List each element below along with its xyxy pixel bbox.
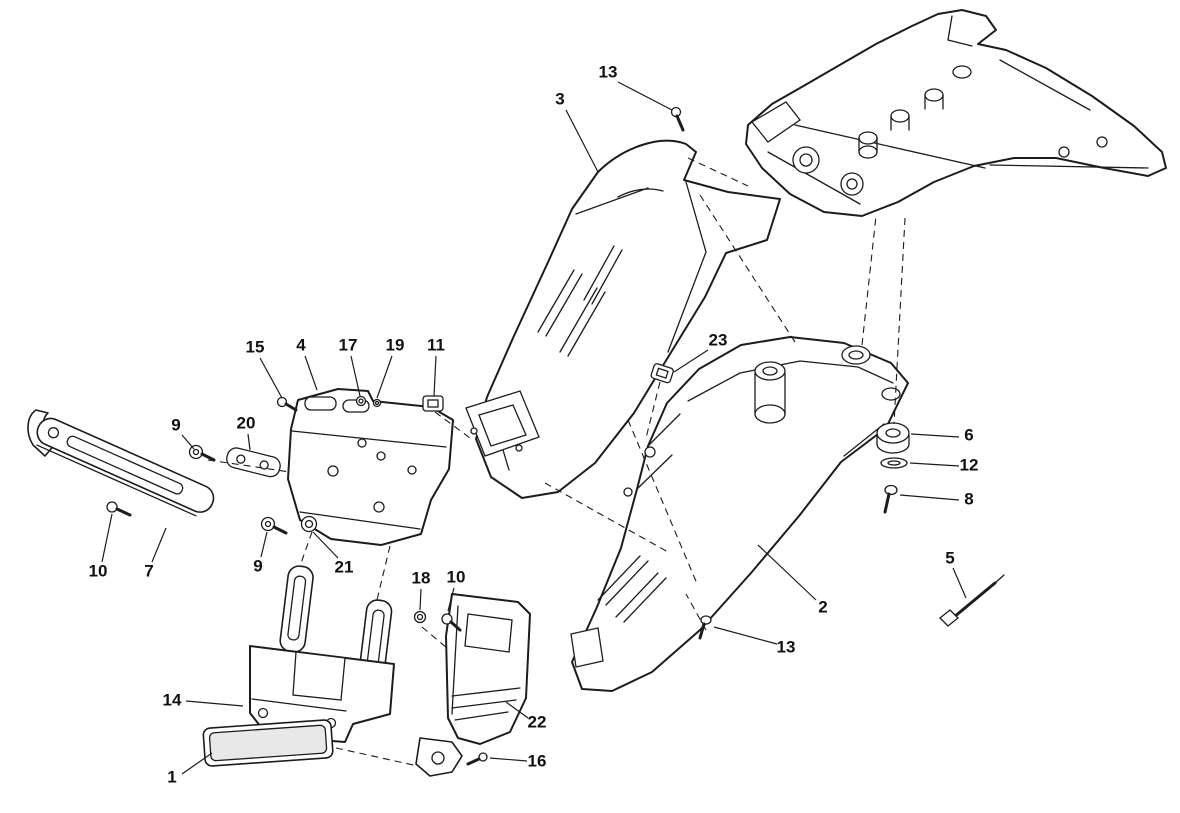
part-rear-mudguard-upper (465, 139, 781, 499)
fastener-clip-23 (650, 363, 674, 384)
callout-22: 22 (528, 712, 547, 731)
callout-5: 5 (945, 548, 954, 567)
fastener-screw-13-upper (670, 106, 685, 132)
callout-12: 12 (960, 455, 979, 474)
callout-23: 23 (709, 330, 728, 349)
part-cable-tie (939, 574, 1005, 627)
fastener-washer-21 (300, 515, 318, 533)
fastener-screw-9-upper (188, 444, 216, 462)
callout-14: 14 (163, 690, 182, 709)
fastener-screw-16 (466, 752, 488, 766)
callout-leader-lines (101, 81, 967, 775)
assembly-dashed-lines (207, 157, 906, 767)
part-plate-holder-bracket (287, 388, 454, 546)
fastener-grommet-6 (876, 422, 910, 454)
callout-13-lower: 13 (777, 637, 796, 656)
callout-13-upper: 13 (599, 62, 618, 81)
fastener-screw-8 (883, 484, 898, 514)
callout-7: 7 (144, 561, 153, 580)
callout-11: 11 (427, 335, 445, 354)
callout-10-left: 10 (89, 561, 108, 580)
callout-21: 21 (335, 557, 354, 576)
callout-19: 19 (386, 335, 405, 354)
callout-6: 6 (964, 425, 973, 444)
callout-9-upper: 9 (171, 415, 180, 434)
part-reflector (202, 719, 334, 767)
fastener-washer-18 (413, 610, 427, 624)
callout-9-lower: 9 (253, 556, 262, 575)
fastener-washer-12 (880, 457, 908, 469)
part-plate-holder (249, 565, 395, 743)
fastener-screw-10-left (106, 501, 132, 517)
part-rear-subframe (745, 9, 1167, 217)
fastener-clip-11 (422, 395, 444, 412)
fastener-screw-13-lower (698, 615, 712, 640)
callout-18: 18 (412, 568, 431, 587)
callout-16: 16 (528, 751, 547, 770)
fastener-spacer-plate-20 (226, 447, 281, 478)
callout-2: 2 (818, 597, 827, 616)
part-support-bracket (415, 593, 531, 777)
callout-17: 17 (339, 335, 358, 354)
callout-labels: 13 3 23 15 4 17 19 11 9 20 10 7 9 21 18 … (89, 62, 979, 786)
fastener-washer-19 (372, 398, 382, 408)
callout-8: 8 (964, 489, 973, 508)
callout-4: 4 (296, 335, 306, 354)
fastener-screw-10-right (441, 613, 462, 632)
callout-1: 1 (167, 767, 176, 786)
part-rear-mudguard-lower (570, 336, 909, 692)
fastener-washer-17 (355, 395, 367, 407)
callout-10-right: 10 (447, 567, 466, 586)
callout-20: 20 (237, 413, 256, 432)
callout-3: 3 (555, 89, 564, 108)
callout-15: 15 (246, 337, 265, 356)
part-side-bracket (27, 409, 215, 517)
fastener-screw-9-lower (260, 516, 288, 535)
fastener-screw-15 (276, 396, 298, 412)
